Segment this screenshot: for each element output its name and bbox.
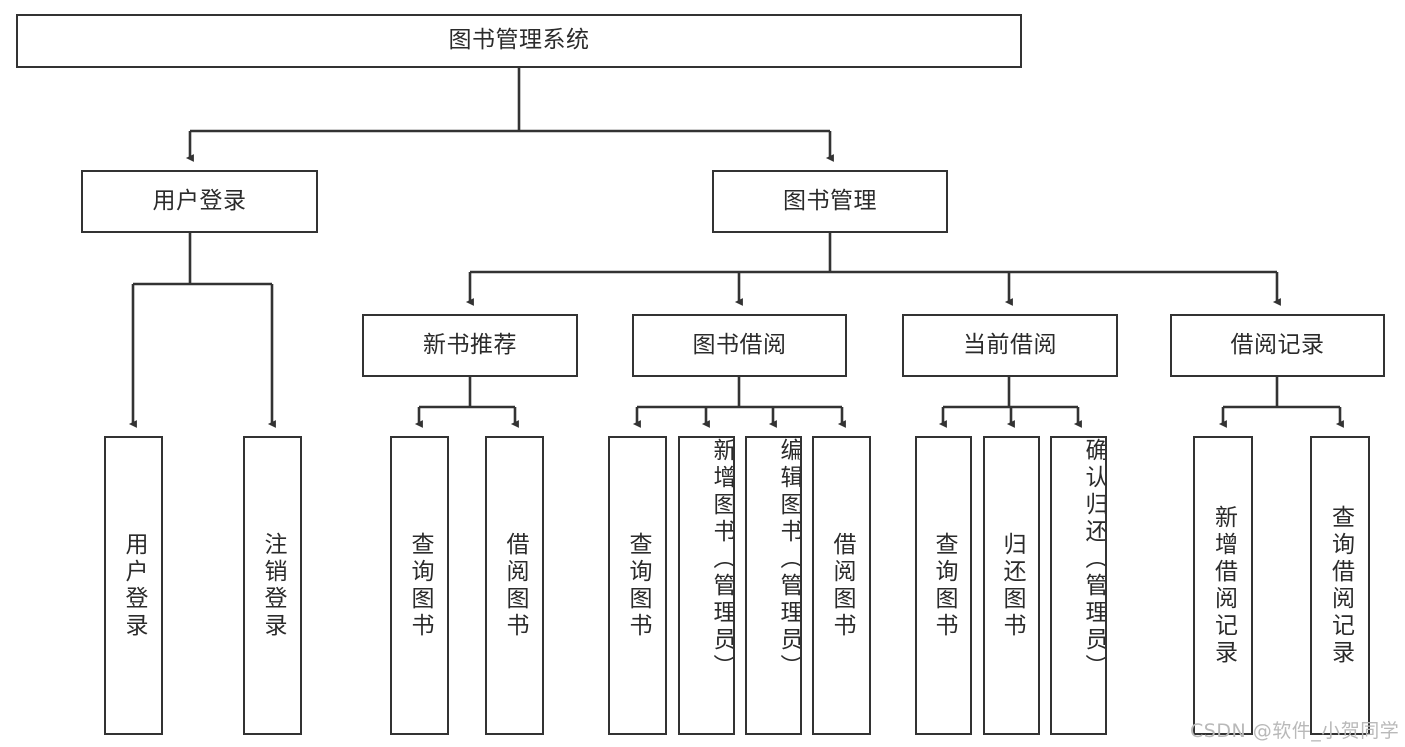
node-leaf-return-book[interactable]: 归还图书 bbox=[983, 436, 1040, 735]
node-leaf-edit-book-label: 编辑图书（管理员） bbox=[776, 438, 802, 681]
node-borrow-record[interactable]: 借阅记录 bbox=[1170, 314, 1385, 377]
node-leaf-query-record[interactable]: 查询借阅记录 bbox=[1310, 436, 1370, 735]
node-current-borrow-label: 当前借阅 bbox=[963, 331, 1057, 358]
node-root-label: 图书管理系统 bbox=[448, 27, 590, 54]
node-leaf-borrow-book-1-label: 借阅图书 bbox=[502, 531, 528, 640]
node-leaf-add-book-label: 新增图书（管理员） bbox=[709, 438, 735, 681]
node-book-borrow[interactable]: 图书借阅 bbox=[632, 314, 847, 377]
node-user-login[interactable]: 用户登录 bbox=[81, 170, 318, 233]
node-leaf-borrow-book-2-label: 借阅图书 bbox=[829, 531, 855, 640]
node-leaf-borrow-book-1[interactable]: 借阅图书 bbox=[485, 436, 544, 735]
node-user-login-label: 用户登录 bbox=[152, 187, 247, 214]
node-current-borrow[interactable]: 当前借阅 bbox=[902, 314, 1118, 377]
node-leaf-add-book[interactable]: 新增图书（管理员） bbox=[678, 436, 735, 735]
node-leaf-return-book-label: 归还图书 bbox=[999, 531, 1025, 640]
node-leaf-confirm-return[interactable]: 确认归还（管理员） bbox=[1050, 436, 1107, 735]
node-leaf-add-record-label: 新增借阅记录 bbox=[1210, 504, 1237, 667]
node-leaf-query-book-2[interactable]: 查询图书 bbox=[608, 436, 667, 735]
node-leaf-logout-login[interactable]: 注销登录 bbox=[243, 436, 302, 735]
node-leaf-query-book-3[interactable]: 查询图书 bbox=[915, 436, 972, 735]
node-leaf-borrow-book-2[interactable]: 借阅图书 bbox=[812, 436, 871, 735]
node-new-book-recommend[interactable]: 新书推荐 bbox=[362, 314, 578, 377]
node-leaf-query-record-label: 查询借阅记录 bbox=[1327, 504, 1354, 667]
node-book-borrow-label: 图书借阅 bbox=[692, 331, 787, 358]
node-leaf-query-book-2-label: 查询图书 bbox=[625, 531, 651, 640]
node-leaf-edit-book[interactable]: 编辑图书（管理员） bbox=[745, 436, 802, 735]
node-leaf-confirm-return-label: 确认归还（管理员） bbox=[1081, 438, 1107, 681]
node-leaf-query-book-1[interactable]: 查询图书 bbox=[390, 436, 449, 735]
node-leaf-query-book-1-label: 查询图书 bbox=[407, 531, 433, 640]
node-borrow-record-label: 借阅记录 bbox=[1230, 331, 1325, 358]
node-new-book-recommend-label: 新书推荐 bbox=[423, 331, 517, 358]
node-leaf-query-book-3-label: 查询图书 bbox=[931, 531, 957, 640]
csdn-watermark: CSDN @软件_小贺同学 bbox=[1190, 720, 1400, 742]
node-leaf-add-record[interactable]: 新增借阅记录 bbox=[1193, 436, 1253, 735]
node-book-management[interactable]: 图书管理 bbox=[712, 170, 948, 233]
node-book-management-label: 图书管理 bbox=[783, 187, 877, 214]
node-leaf-user-login[interactable]: 用户登录 bbox=[104, 436, 163, 735]
node-root[interactable]: 图书管理系统 bbox=[16, 14, 1022, 68]
node-leaf-logout-login-label: 注销登录 bbox=[260, 531, 286, 640]
node-leaf-user-login-label: 用户登录 bbox=[121, 531, 147, 640]
